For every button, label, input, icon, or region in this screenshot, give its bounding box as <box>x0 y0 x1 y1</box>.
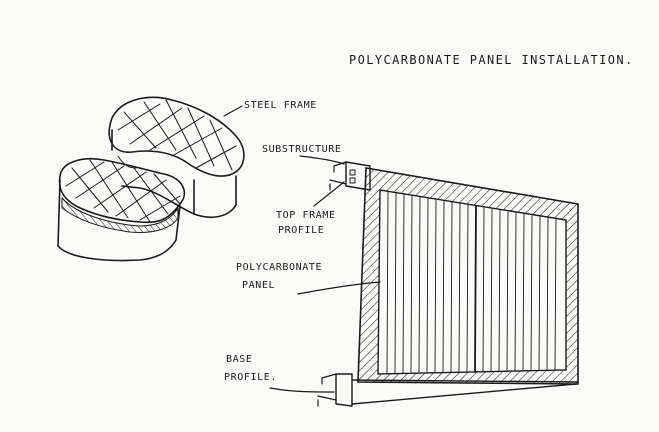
diagram-title: POLYCARBONATE PANEL INSTALLATION. <box>349 53 634 67</box>
leader-substructure <box>299 155 345 165</box>
label-steel-frame: STEEL FRAME <box>244 100 317 111</box>
label-top-frame-line2: PROFILE <box>278 225 324 236</box>
panel-assembly <box>317 161 579 407</box>
steel-frame-sketch <box>57 96 245 262</box>
label-polycarbonate-line2: PANEL <box>242 280 275 291</box>
leader-steel-frame <box>223 105 243 117</box>
leader-base <box>269 387 335 393</box>
label-base-line2: PROFILE. <box>224 372 277 383</box>
label-polycarbonate: POLYCARBONATE <box>236 262 322 273</box>
label-base: BASE <box>226 354 252 365</box>
label-top-frame: TOP FRAME <box>276 210 336 221</box>
label-substructure: SUBSTRUCTURE <box>262 144 341 155</box>
leader-top-frame <box>313 181 345 207</box>
leader-polycarbonate <box>297 281 381 295</box>
